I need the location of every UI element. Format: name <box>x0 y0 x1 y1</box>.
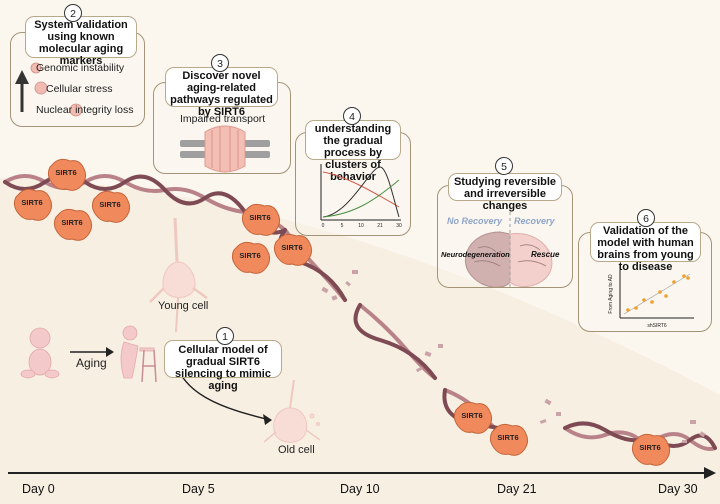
young-cell-neuron <box>149 217 208 333</box>
young-cell-label: Young cell <box>158 300 209 312</box>
cluster-line-chart: 0 5 10 21 30 <box>320 164 402 228</box>
validation-trend-line <box>623 273 691 315</box>
sirt6-protein: SIRT6 <box>10 185 54 223</box>
cluster-tick-10: 10 <box>358 223 364 228</box>
old-cell-neuron <box>263 379 321 443</box>
impaired-transport-illustration <box>180 125 270 173</box>
step-3-number: 3 <box>211 54 229 72</box>
cluster-curve-decreasing <box>322 171 400 208</box>
step-6-title: Validation of the model with human brain… <box>597 225 694 273</box>
sirt6-label: SIRT6 <box>281 243 303 252</box>
cluster-tick-0: 0 <box>322 223 325 228</box>
validation-point <box>634 306 638 310</box>
validation-points <box>626 274 690 312</box>
validation-point <box>626 308 630 312</box>
validation-point <box>642 298 646 302</box>
sirt6-label: SIRT6 <box>639 443 661 452</box>
step-1-title: Cellular model of gradual SIRT6 silencin… <box>175 344 271 392</box>
cluster-tick-30: 30 <box>396 223 402 228</box>
cluster-tick-21: 21 <box>377 223 383 228</box>
sirt6-protein: SIRT6 <box>270 230 314 268</box>
step-1-number: 1 <box>216 327 234 345</box>
step-5-number: 5 <box>495 157 513 175</box>
sirt6-label: SIRT6 <box>239 251 261 260</box>
marker-genomic-instability: Genomic instability <box>36 62 125 74</box>
sirt6-protein: SIRT6 <box>88 187 132 225</box>
timeline-arrowhead <box>704 467 716 479</box>
step-3-title: Discover novel aging-related pathways re… <box>170 70 273 118</box>
brain-illustration <box>464 212 553 290</box>
aging-label: Aging <box>76 356 107 370</box>
validation-x-label: shSIRT6 <box>647 323 667 329</box>
marker-nuclear-integrity-loss: Nuclear integrity loss <box>36 104 134 116</box>
sirt6-label: SIRT6 <box>55 168 77 177</box>
step-6-title-box: Validation of the model with human brain… <box>590 222 701 273</box>
sirt6-protein: SIRT6 <box>44 155 88 193</box>
marker-cellular-stress: Cellular stress <box>46 83 113 95</box>
sirt6-protein: SIRT6 <box>50 205 94 243</box>
validation-y-label: From Aging to AD <box>608 274 614 314</box>
sirt6-label: SIRT6 <box>99 200 121 209</box>
validation-point <box>658 290 662 294</box>
aging-arrow <box>106 347 114 357</box>
step-5-title: Studying reversible and irreversible cha… <box>453 176 557 212</box>
timeline-day-30: Day 30 <box>658 482 698 496</box>
validation-point <box>650 300 654 304</box>
neurodegeneration-label: Neurodegeneration <box>441 250 510 259</box>
sirt6-label: SIRT6 <box>249 213 271 222</box>
step-6-number: 6 <box>637 209 655 227</box>
step-4-number: 4 <box>343 107 361 125</box>
step-5-frame <box>437 185 573 288</box>
no-recovery-label: No Recovery <box>447 216 503 226</box>
dna-fragments <box>321 270 706 443</box>
sirt6-protein: SIRT6 <box>238 200 282 238</box>
background-band <box>0 178 720 504</box>
validation-scatter-plot: From Aging to AD shSIRT6 <box>608 268 694 329</box>
step-3-title-box: Discover novel aging-related pathways re… <box>165 67 278 118</box>
step-4-title-box: understanding the gradual process by clu… <box>305 120 401 183</box>
elderly-figure <box>120 325 155 379</box>
recovery-label: Recovery <box>514 216 555 226</box>
baby-figure <box>20 327 60 379</box>
timeline-day-0: Day 0 <box>22 482 55 496</box>
sirt6-protein: SIRT6 <box>628 430 672 468</box>
cluster-curve-transient <box>322 166 400 218</box>
impaired-transport-label: Impaired transport <box>180 113 266 125</box>
validation-point <box>672 280 676 284</box>
cluster-curve-increasing <box>322 179 400 218</box>
step-2-title-box: System validation using known molecular … <box>25 16 137 67</box>
step-5-title-box: Studying reversible and irreversible cha… <box>448 173 562 212</box>
timeline-day-10: Day 10 <box>340 482 380 496</box>
sirt6-label: SIRT6 <box>21 198 43 207</box>
sirt6-protein: SIRT6 <box>228 238 272 276</box>
sirt6-label: SIRT6 <box>461 411 483 420</box>
sirt6-label: SIRT6 <box>61 218 83 227</box>
sirt6-protein: SIRT6 <box>450 398 494 436</box>
step-2-title: System validation using known molecular … <box>34 19 128 67</box>
cluster-tick-5: 5 <box>341 223 344 228</box>
validation-point <box>686 276 690 280</box>
timeline-day-21: Day 21 <box>497 482 537 496</box>
marker-icons <box>15 62 83 117</box>
validation-point <box>682 274 686 278</box>
step-1-title-box: Cellular model of gradual SIRT6 silencin… <box>164 340 282 392</box>
rescue-label: Rescue <box>531 250 560 259</box>
timeline-day-5: Day 5 <box>182 482 215 496</box>
sirt6-label: SIRT6 <box>497 433 519 442</box>
sirt6-protein: SIRT6 <box>486 420 530 458</box>
validation-point <box>664 294 668 298</box>
step-2-number: 2 <box>64 4 82 22</box>
step-4-title: understanding the gradual process by clu… <box>314 123 392 183</box>
old-cell-label: Old cell <box>278 444 315 456</box>
